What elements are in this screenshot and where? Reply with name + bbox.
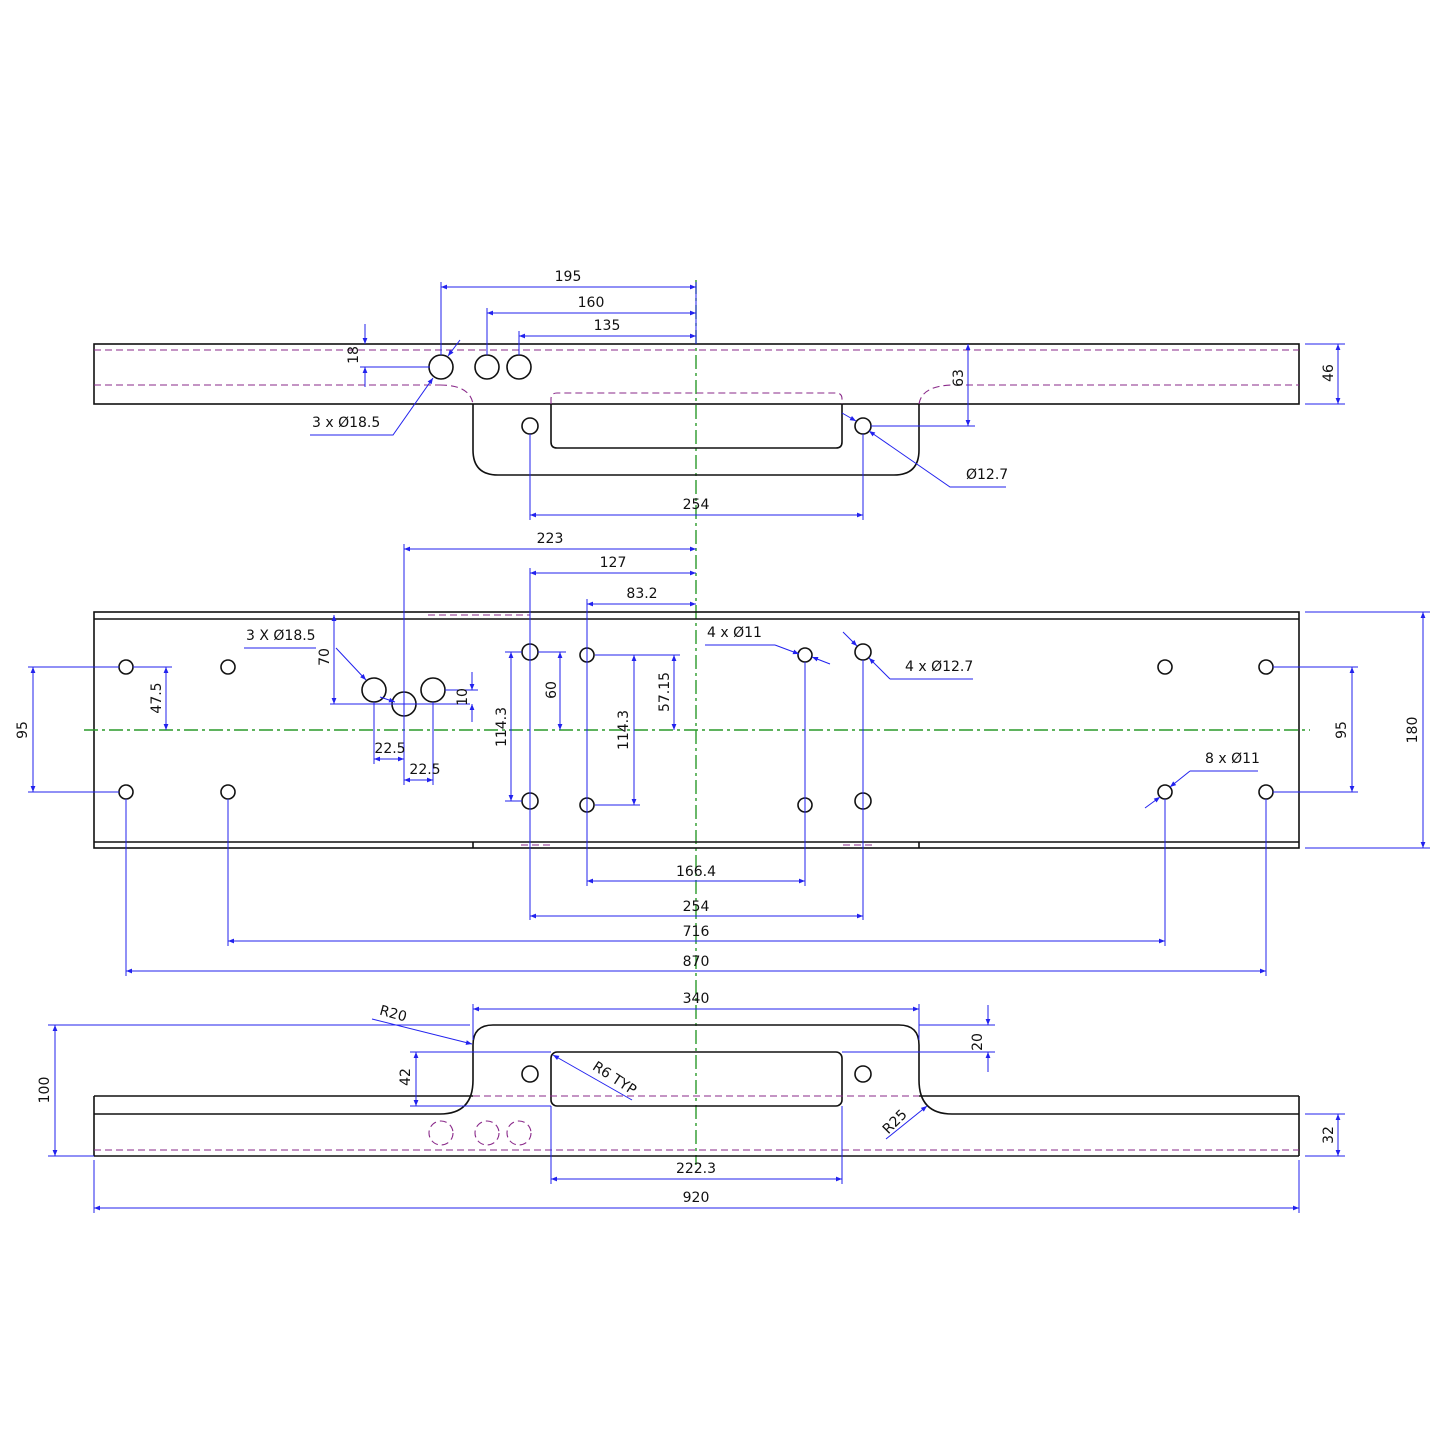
dim-254-middle: 254 — [530, 660, 864, 920]
svg-text:22.5: 22.5 — [409, 762, 440, 778]
bottom-tab-outline — [439, 1024, 953, 1115]
dim-57-15: 57.15 — [640, 654, 680, 730]
callout-4x12-7: 4 x Ø12.7 — [842, 631, 973, 680]
dim-20: 20 — [842, 1005, 995, 1072]
holes-callout-3x18-5: 3 X Ø18.5 — [244, 628, 396, 703]
dim-920: 920 — [93, 1160, 1300, 1213]
svg-text:70: 70 — [317, 648, 333, 666]
svg-text:222.3: 222.3 — [676, 1161, 716, 1177]
dim-46: 46 — [1305, 343, 1345, 405]
svg-text:254: 254 — [683, 899, 710, 915]
svg-text:135: 135 — [594, 318, 621, 334]
svg-text:32: 32 — [1321, 1126, 1337, 1144]
bottom-slot — [550, 1051, 843, 1107]
svg-text:R25: R25 — [880, 1107, 911, 1138]
dim-195: 195 — [440, 269, 697, 355]
hole-12-7 — [521, 417, 539, 435]
svg-text:870: 870 — [683, 954, 710, 970]
svg-text:47.5: 47.5 — [149, 682, 165, 713]
svg-text:180: 180 — [1405, 717, 1421, 744]
dim-135: 135 — [518, 318, 696, 355]
callout-8x11: 8 x Ø11 — [1144, 751, 1260, 809]
hole-18-5 — [506, 354, 532, 380]
svg-text:22.5: 22.5 — [374, 741, 405, 757]
svg-text:95: 95 — [1334, 721, 1350, 739]
dim-95-right: 95 — [1273, 666, 1358, 793]
svg-text:166.4: 166.4 — [676, 864, 716, 880]
dim-340: 340 — [472, 991, 920, 1040]
holes-callout: 3 x Ø18.5 — [310, 339, 461, 436]
top-slot — [550, 404, 843, 449]
svg-text:254: 254 — [683, 497, 710, 513]
dim-870: 870 — [125, 799, 1267, 976]
dim-83-2: 83.2 — [586, 586, 696, 886]
middle-view: 223 127 83.2 3 X Ø18.5 4 x Ø11 4 x Ø12.7… — [15, 531, 1430, 976]
svg-text:920: 920 — [683, 1190, 710, 1206]
dim-114-3-b: 114.3 — [595, 654, 640, 806]
dim-160: 160 — [486, 295, 696, 355]
dim-254-top: 254 — [529, 434, 864, 520]
radius-r25: R25 — [880, 1105, 928, 1140]
svg-text:8 x Ø11: 8 x Ø11 — [1205, 751, 1260, 767]
svg-text:3 x Ø18.5: 3 x Ø18.5 — [312, 415, 380, 431]
top-tab-outline — [472, 404, 920, 476]
svg-text:10: 10 — [455, 688, 471, 706]
svg-text:3 X Ø18.5: 3 X Ø18.5 — [246, 628, 316, 644]
top-view: 195 160 135 18 3 x Ø18.5 Ø12.7 63 46 254 — [93, 269, 1345, 520]
dim-100: 100 — [37, 1024, 470, 1157]
svg-text:340: 340 — [683, 991, 710, 1007]
dim-18: 18 — [346, 324, 430, 387]
svg-text:60: 60 — [544, 681, 560, 699]
svg-text:100: 100 — [37, 1077, 53, 1104]
radius-r20: R20 — [371, 1003, 473, 1045]
dim-42: 42 — [398, 1051, 551, 1107]
svg-text:160: 160 — [578, 295, 605, 311]
dim-127: 127 — [529, 555, 696, 920]
hole-18-5 — [474, 354, 500, 380]
svg-text:18: 18 — [346, 346, 362, 364]
svg-text:4 x Ø11: 4 x Ø11 — [707, 625, 762, 641]
hole-callout-12-7: Ø12.7 — [841, 412, 1008, 488]
svg-text:57.15: 57.15 — [657, 672, 673, 712]
dim-32: 32 — [1305, 1113, 1345, 1157]
svg-text:4 x Ø12.7: 4 x Ø12.7 — [905, 659, 973, 675]
svg-text:R20: R20 — [378, 1003, 409, 1026]
dim-222-3: 222.3 — [550, 1106, 843, 1184]
svg-text:114.3: 114.3 — [494, 707, 510, 747]
dim-180: 180 — [1305, 611, 1430, 849]
svg-text:195: 195 — [555, 269, 582, 285]
dim-223: 223 — [403, 531, 696, 785]
dim-114-3-a: 114.3 — [494, 651, 522, 802]
svg-text:46: 46 — [1321, 364, 1337, 382]
dim-22-5-b: 22.5 — [404, 702, 441, 785]
svg-text:127: 127 — [600, 555, 627, 571]
dim-716: 716 — [227, 799, 1166, 946]
hole-18-5 — [428, 354, 454, 380]
svg-text:20: 20 — [970, 1033, 986, 1051]
svg-text:83.2: 83.2 — [626, 586, 657, 602]
bottom-view: 340 R20 20 42 100 R6 TYP R25 32 222.3 92… — [37, 991, 1345, 1213]
dim-60: 60 — [538, 651, 566, 730]
dim-63: 63 — [871, 344, 975, 427]
dim-70: 70 — [317, 615, 470, 705]
radius-r6: R6 TYP — [552, 1054, 639, 1101]
dim-22-5-a: 22.5 — [373, 702, 406, 764]
dim-47-5: 47.5 — [133, 666, 172, 730]
hole-12-7 — [854, 417, 872, 435]
dim-10: 10 — [445, 672, 478, 722]
svg-text:R6 TYP: R6 TYP — [589, 1059, 639, 1099]
svg-text:Ø12.7: Ø12.7 — [966, 467, 1008, 483]
svg-text:42: 42 — [398, 1068, 414, 1086]
dim-95-left: 95 — [15, 666, 119, 793]
svg-text:716: 716 — [683, 924, 710, 940]
svg-text:114.3: 114.3 — [616, 710, 632, 750]
svg-text:223: 223 — [537, 531, 564, 547]
svg-text:63: 63 — [951, 369, 967, 387]
callout-4x11: 4 x Ø11 — [705, 625, 831, 665]
svg-text:95: 95 — [15, 721, 31, 739]
dim-166-4: 166.4 — [587, 662, 806, 886]
